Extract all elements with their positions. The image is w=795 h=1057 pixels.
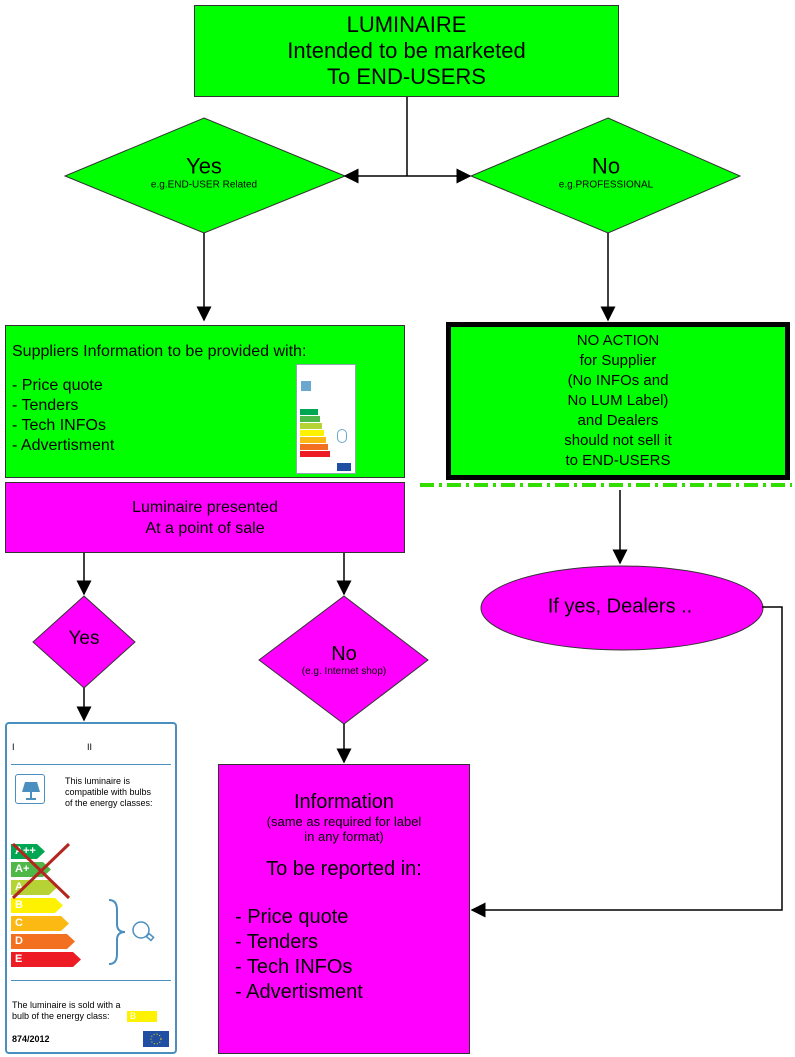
information-item-3: - Tech INFOs: [235, 956, 353, 978]
no-action-box: NO ACTION for Supplier (No INFOs and No …: [446, 322, 790, 480]
no-action-line-6: should not sell it: [564, 432, 672, 449]
eu-flag-icon: [143, 1031, 169, 1047]
no-action-line-2: for Supplier: [579, 352, 657, 369]
dealers-text: If yes, Dealers ..: [547, 595, 693, 618]
information-sub-2: in any format): [304, 829, 384, 844]
decision-yes-title: Yes: [186, 153, 222, 179]
label-divider-bottom: [11, 980, 171, 981]
label-regulation: 874/2012: [12, 1034, 50, 1044]
class-bar-b: B: [11, 898, 63, 913]
label-compat-text: This luminaire is compatible with bulbs …: [65, 776, 153, 809]
dealers-ellipse: [480, 565, 764, 651]
arrow-dealers-to-information: [470, 606, 783, 918]
class-bar-a: A: [11, 880, 57, 895]
pos-no-title: No: [331, 643, 357, 665]
information-box: Information (same as required for label …: [218, 764, 470, 1054]
label-divider-top: [11, 764, 171, 765]
no-action-line-1: NO ACTION: [576, 332, 660, 349]
information-title: Information: [293, 791, 395, 813]
information-item-2: - Tenders: [235, 931, 319, 953]
information-sub-1: (same as required for label: [266, 814, 422, 829]
suppliers-item-1: - Price quote: [12, 377, 103, 394]
class-bar-ap: A+: [11, 862, 51, 877]
no-action-line-3: (No INFOs and: [567, 372, 669, 389]
label-header-right: II: [87, 742, 93, 752]
exclusion-cross-icon: [11, 842, 71, 900]
top-box-line-3: To END-USERS: [327, 64, 486, 89]
energy-label: I II This luminaire is compatible with b…: [5, 722, 177, 1054]
pos-line-2: At a point of sale: [145, 519, 265, 537]
no-action-line-4: No LUM Label): [567, 392, 669, 409]
energy-label-thumbnail: [296, 364, 356, 474]
point-of-sale-box: Luminaire presented At a point of sale: [5, 482, 405, 553]
information-report-heading: To be reported in:: [266, 858, 422, 880]
label-compat-3: of the energy classes:: [65, 798, 153, 808]
top-box-line-2: Intended to be marketed: [287, 38, 526, 63]
pos-no-sub: (e.g. Internet shop): [301, 666, 387, 677]
sold-class-badge: B: [127, 1011, 157, 1022]
class-bar-app: A++: [11, 844, 45, 859]
label-sold-2: bulb of the energy class:: [12, 1011, 110, 1021]
no-action-line-5: and Dealers: [577, 412, 659, 429]
pos-no-text: No (e.g. Internet shop): [302, 643, 387, 677]
pos-yes-text: Yes: [68, 628, 100, 649]
suppliers-item-4: - Advertisment: [12, 437, 115, 454]
top-box: LUMINAIRE Intended to be marketed To END…: [194, 5, 619, 97]
pos-line-1: Luminaire presented: [132, 498, 278, 516]
class-bar-d: D: [11, 934, 75, 949]
suppliers-item-2: - Tenders: [12, 397, 79, 414]
label-sold-text: The luminaire is sold with a bulb of the…: [12, 1000, 121, 1022]
information-item-1: - Price quote: [235, 906, 349, 928]
suppliers-heading: Suppliers Information to be provided wit…: [12, 343, 307, 360]
decision-no-title: No: [591, 153, 621, 179]
label-compat-2: compatible with bulbs: [65, 787, 152, 797]
class-bar-c: C: [11, 916, 69, 931]
suppliers-box: Suppliers Information to be provided wit…: [5, 325, 405, 478]
decision-no-text: No e.g.PROFESSIONAL: [559, 154, 653, 191]
top-box-line-1: LUMINAIRE: [346, 12, 467, 37]
suppliers-item-3: - Tech INFOs: [12, 417, 106, 434]
decision-yes-text: Yes e.g.END-USER Related: [151, 154, 257, 191]
information-item-4: - Advertisment: [235, 981, 363, 1003]
brace-bulb-icon: [108, 899, 155, 965]
label-sold-1: The luminaire is sold with a: [12, 1000, 121, 1010]
class-bar-e: E: [11, 952, 81, 967]
label-header-left: I: [12, 742, 15, 752]
decision-no-sub: e.g.PROFESSIONAL: [558, 179, 654, 191]
label-compat-1: This luminaire is: [65, 776, 131, 786]
lamp-icon: [15, 774, 45, 804]
no-action-line-7: to END-USERS: [565, 452, 671, 469]
decision-yes-sub: e.g.END-USER Related: [150, 179, 258, 191]
